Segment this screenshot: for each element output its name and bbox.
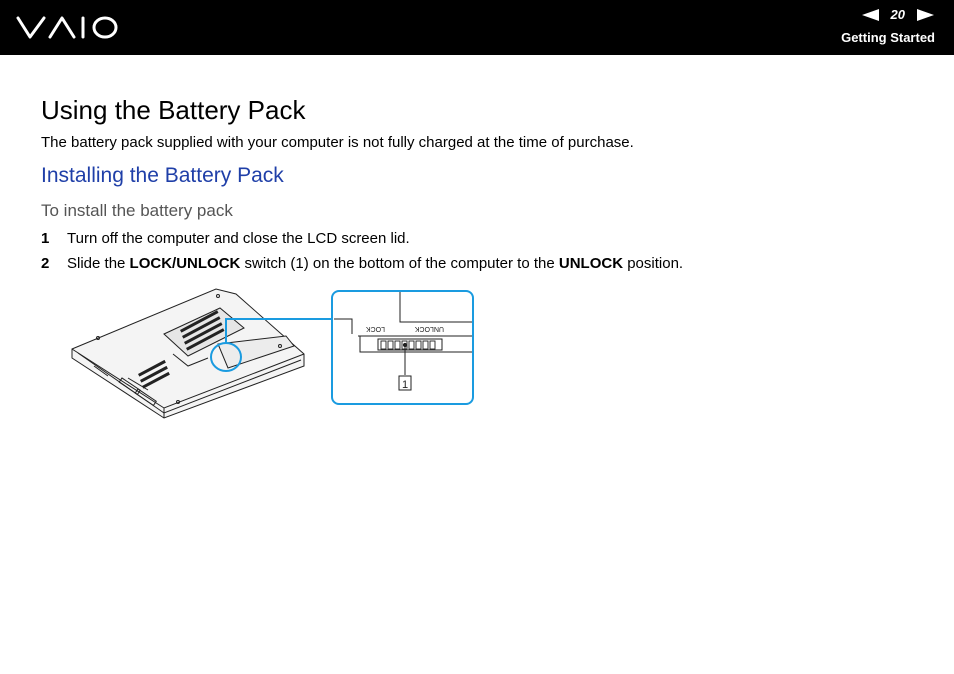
lock-unlock-term: LOCK/UNLOCK [129,255,241,272]
step-number: 2 [41,255,50,272]
step-text: Turn off the computer and close the LCD … [67,230,410,247]
page-title: Using the Battery Pack [41,95,306,125]
callout-number-box [398,375,412,391]
battery-lock-illustration: LOCK UNLOCK 1 [68,286,478,431]
laptop-bottom-illustration [71,288,305,419]
page-navigation: 20 [861,7,934,22]
step-text: Slide the LOCK/UNLOCK switch (1) on the … [67,255,684,272]
unlock-term: UNLOCK [558,255,624,272]
section-heading: Installing the Battery Pack [41,164,284,187]
section-name: Getting Started [841,30,935,45]
page-number: 20 [890,7,905,22]
lock-label: LOCK [366,325,385,332]
intro-text: The battery pack supplied with your comp… [41,134,634,151]
unlock-label: UNLOCK [414,325,444,332]
vaio-logo [16,15,120,46]
header-bar: 20 Getting Started [0,0,954,55]
step-number: 1 [41,230,50,247]
callout-connector [225,318,332,343]
side-ports-icon [118,377,157,407]
previous-page-icon[interactable] [861,8,879,21]
procedure-heading: To install the battery pack [41,201,233,220]
next-page-icon[interactable] [917,8,934,21]
callout-number: 1 [402,379,408,391]
switch-detail [334,292,472,375]
vent-grille-icon [138,310,225,389]
